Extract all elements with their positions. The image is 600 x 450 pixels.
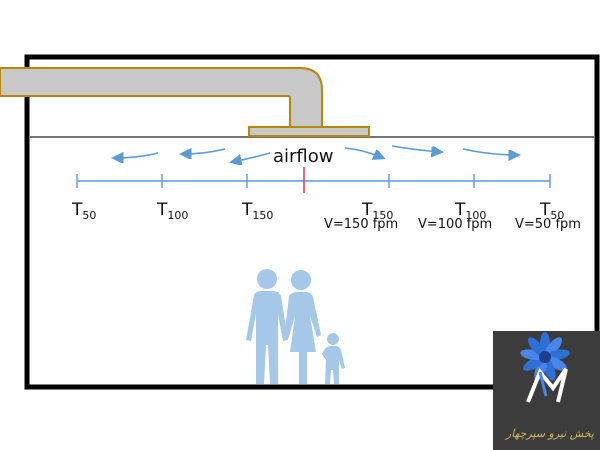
airflow-label: airflow	[273, 146, 334, 167]
logo-text: پخش نیرو سپرچهار	[504, 427, 594, 440]
temperature-marker-label: T100	[454, 200, 486, 222]
temperature-marker-label: T50	[539, 200, 564, 222]
temperature-marker-label: T150	[241, 200, 273, 222]
family-people-icon	[246, 269, 345, 384]
ceiling-diffuser	[248, 126, 370, 137]
arrow-right-2	[391, 145, 441, 152]
axis-ticks	[76, 174, 551, 188]
temperature-marker-label: T50	[71, 200, 96, 222]
air-duct	[0, 67, 323, 129]
arrow-left-3	[114, 153, 159, 158]
velocity-label: V=100 fpm	[418, 217, 492, 232]
airflow-arrows	[114, 145, 518, 162]
temperature-marker-label: T150	[361, 200, 393, 222]
velocity-label: V=50 fpm	[515, 217, 581, 232]
arrow-left-2	[182, 149, 226, 154]
temperature-marker-label: T100	[156, 200, 188, 222]
velocity-label: V=150 fpm	[324, 217, 398, 232]
flower-logo-icon	[520, 332, 570, 403]
arrow-right-1	[344, 147, 383, 158]
company-logo: پخش نیرو سپرچهار	[493, 331, 600, 450]
arrow-right-3	[462, 148, 518, 155]
arrow-left-1	[232, 152, 271, 162]
room-border	[24, 54, 600, 390]
